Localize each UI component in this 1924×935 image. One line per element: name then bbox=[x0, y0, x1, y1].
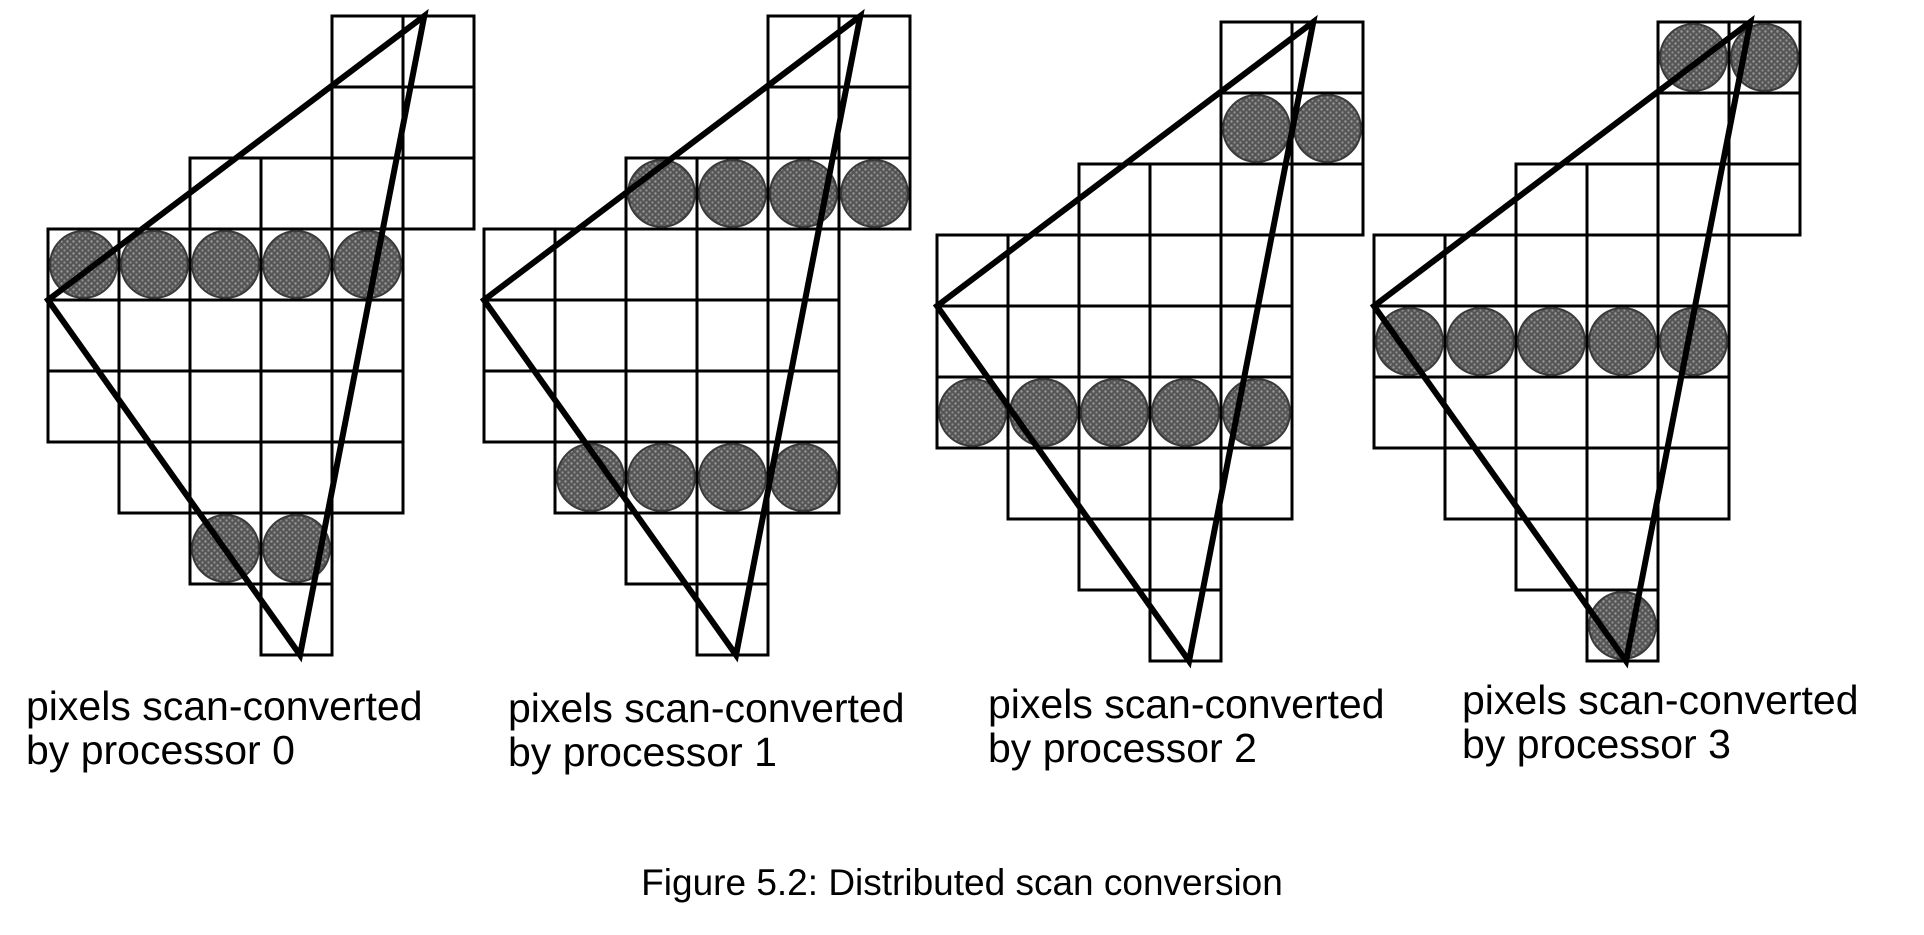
pixel-cell bbox=[695, 298, 770, 373]
pixel-cell bbox=[553, 298, 628, 373]
scan-converted-pixel bbox=[627, 443, 696, 512]
scan-converted-pixel bbox=[49, 230, 118, 299]
pixel-cell bbox=[695, 369, 770, 444]
pixel-cell bbox=[401, 156, 476, 231]
pixel-cell bbox=[1443, 375, 1518, 450]
scan-converted-pixel bbox=[840, 159, 909, 228]
pixel-cell bbox=[1585, 233, 1660, 308]
pixel-cell bbox=[837, 85, 912, 160]
pixel-cell bbox=[1656, 91, 1731, 166]
pixel-cell bbox=[1514, 233, 1589, 308]
pixel-cell bbox=[1148, 162, 1223, 237]
pixel-cell bbox=[1585, 375, 1660, 450]
panel-0-label-line1: pixels scan-converted bbox=[26, 683, 423, 729]
pixel-cell bbox=[766, 85, 841, 160]
panel-3-label-line2: by processor 3 bbox=[1462, 721, 1731, 767]
panel-3-triangle bbox=[1369, 14, 1755, 669]
scan-converted-pixel bbox=[1588, 307, 1657, 376]
pixel-cell bbox=[401, 85, 476, 160]
pixel-cell bbox=[1219, 446, 1294, 521]
panel-1-label-line2: by processor 1 bbox=[508, 729, 777, 775]
scan-converted-pixel bbox=[556, 443, 625, 512]
panel-2 bbox=[932, 14, 1365, 669]
pixel-cell bbox=[1148, 446, 1223, 521]
pixel-cell bbox=[330, 85, 405, 160]
scan-converted-pixel bbox=[1222, 94, 1291, 163]
panel-0 bbox=[43, 8, 476, 663]
pixel-cell bbox=[259, 369, 334, 444]
scan-converted-pixel bbox=[262, 230, 331, 299]
scan-converted-pixel bbox=[938, 378, 1007, 447]
scan-converted-pixel bbox=[698, 159, 767, 228]
panel-1-triangle bbox=[479, 8, 865, 663]
pixel-cell bbox=[1290, 162, 1365, 237]
panel-2-label-line2: by processor 2 bbox=[988, 725, 1257, 771]
pixel-cell bbox=[259, 156, 334, 231]
panel-2-label-line1: pixels scan-converted bbox=[988, 681, 1385, 727]
pixel-cell bbox=[1514, 446, 1589, 521]
panel-2-grid bbox=[935, 20, 1365, 663]
panel-1-label-line1: pixels scan-converted bbox=[508, 685, 905, 731]
pixel-cell bbox=[553, 369, 628, 444]
pixel-cell bbox=[624, 369, 699, 444]
scan-converted-pixel bbox=[627, 159, 696, 228]
scan-converted-pixel bbox=[1009, 378, 1078, 447]
panel-3-pixels bbox=[1375, 23, 1799, 660]
pixel-cell bbox=[1656, 233, 1731, 308]
pixel-cell bbox=[259, 298, 334, 373]
scan-converted-pixel bbox=[1151, 378, 1220, 447]
pixel-cell bbox=[1219, 233, 1294, 308]
panel-1 bbox=[479, 8, 912, 663]
pixel-cell bbox=[1656, 446, 1731, 521]
pixel-cell bbox=[330, 440, 405, 515]
pixel-cell bbox=[1006, 304, 1081, 379]
pixel-cell bbox=[1077, 446, 1152, 521]
pixel-cell bbox=[1077, 304, 1152, 379]
panel-0-label-line2: by processor 0 bbox=[26, 727, 295, 773]
pixel-cell bbox=[1148, 233, 1223, 308]
pixel-cell bbox=[1514, 375, 1589, 450]
scan-converted-pixel bbox=[1446, 307, 1515, 376]
panel-2-triangle bbox=[932, 14, 1318, 669]
pixel-cell bbox=[188, 440, 263, 515]
pixel-cell bbox=[1148, 304, 1223, 379]
pixel-cell bbox=[1585, 446, 1660, 521]
pixel-cell bbox=[259, 440, 334, 515]
panel-0-triangle bbox=[43, 8, 429, 663]
pixel-cell bbox=[1585, 162, 1660, 237]
scan-converted-pixel bbox=[698, 443, 767, 512]
scan-converted-pixel bbox=[262, 514, 331, 583]
scan-converted-pixel bbox=[1293, 94, 1362, 163]
scan-converted-pixel bbox=[1517, 307, 1586, 376]
scan-converted-pixel bbox=[1375, 307, 1444, 376]
pixel-cell bbox=[117, 298, 192, 373]
pixel-cell bbox=[188, 298, 263, 373]
pixel-cell bbox=[695, 227, 770, 302]
panel-3 bbox=[1369, 14, 1802, 669]
figure-caption: Figure 5.2: Distributed scan conversion bbox=[641, 862, 1283, 903]
pixel-cell bbox=[1727, 91, 1802, 166]
pixel-cell bbox=[1727, 162, 1802, 237]
pixel-cell bbox=[188, 369, 263, 444]
pixel-cell bbox=[1077, 233, 1152, 308]
panel-0-grid bbox=[46, 14, 476, 657]
pixel-cell bbox=[117, 369, 192, 444]
scan-converted-pixel bbox=[333, 230, 402, 299]
scan-converted-pixel bbox=[191, 230, 260, 299]
panel-3-label-line1: pixels scan-converted bbox=[1462, 677, 1859, 723]
scan-converted-pixel bbox=[1080, 378, 1149, 447]
pixel-cell bbox=[837, 156, 912, 231]
pixel-cell bbox=[624, 298, 699, 373]
panel-1-grid bbox=[482, 14, 912, 657]
pixel-cell bbox=[766, 227, 841, 302]
panel-1-pixels bbox=[556, 159, 909, 512]
scan-converted-pixel bbox=[120, 230, 189, 299]
scan-converted-pixel bbox=[769, 443, 838, 512]
pixel-cell bbox=[624, 227, 699, 302]
